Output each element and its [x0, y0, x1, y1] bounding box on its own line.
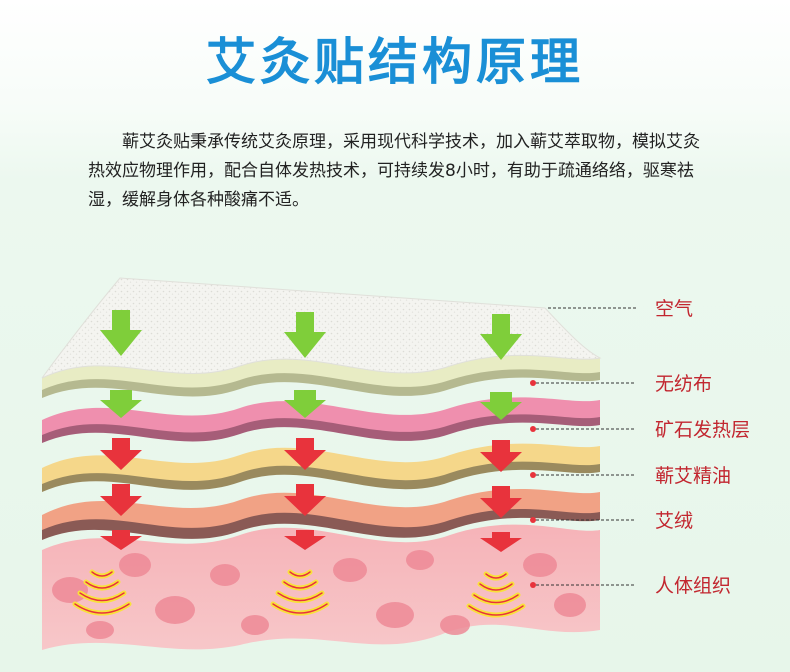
air-arrows: [100, 310, 522, 420]
structure-diagram: [41, 277, 636, 650]
description-text: 蕲艾灸贴秉承传统艾灸原理，采用现代科学技术，加入蕲艾萃取物，模拟艾灸热效应物理作…: [88, 132, 700, 210]
label-mineral-heating: 矿石发热层: [655, 419, 751, 441]
layer-oil: [42, 443, 600, 492]
label-human-tissue: 人体组织: [655, 575, 732, 597]
layer-nonwoven: [42, 355, 600, 398]
label-air: 空气: [655, 298, 694, 320]
heat-arrows: [100, 438, 522, 552]
page-title: 艾灸贴结构原理: [206, 33, 584, 91]
layer-tissue: [42, 524, 600, 650]
leader-lines: [536, 307, 636, 586]
label-qi-ai-oil: 蕲艾精油: [655, 465, 732, 487]
label-nonwoven: 无纺布: [655, 373, 713, 395]
heat-wave-icons: [72, 569, 526, 618]
leader-dots: [530, 380, 536, 588]
layer-moxa: [42, 488, 600, 540]
layer-mineral: [42, 397, 600, 443]
label-moxa-floss: 艾绒: [655, 510, 694, 532]
layer-top-sheet: [41, 277, 602, 379]
